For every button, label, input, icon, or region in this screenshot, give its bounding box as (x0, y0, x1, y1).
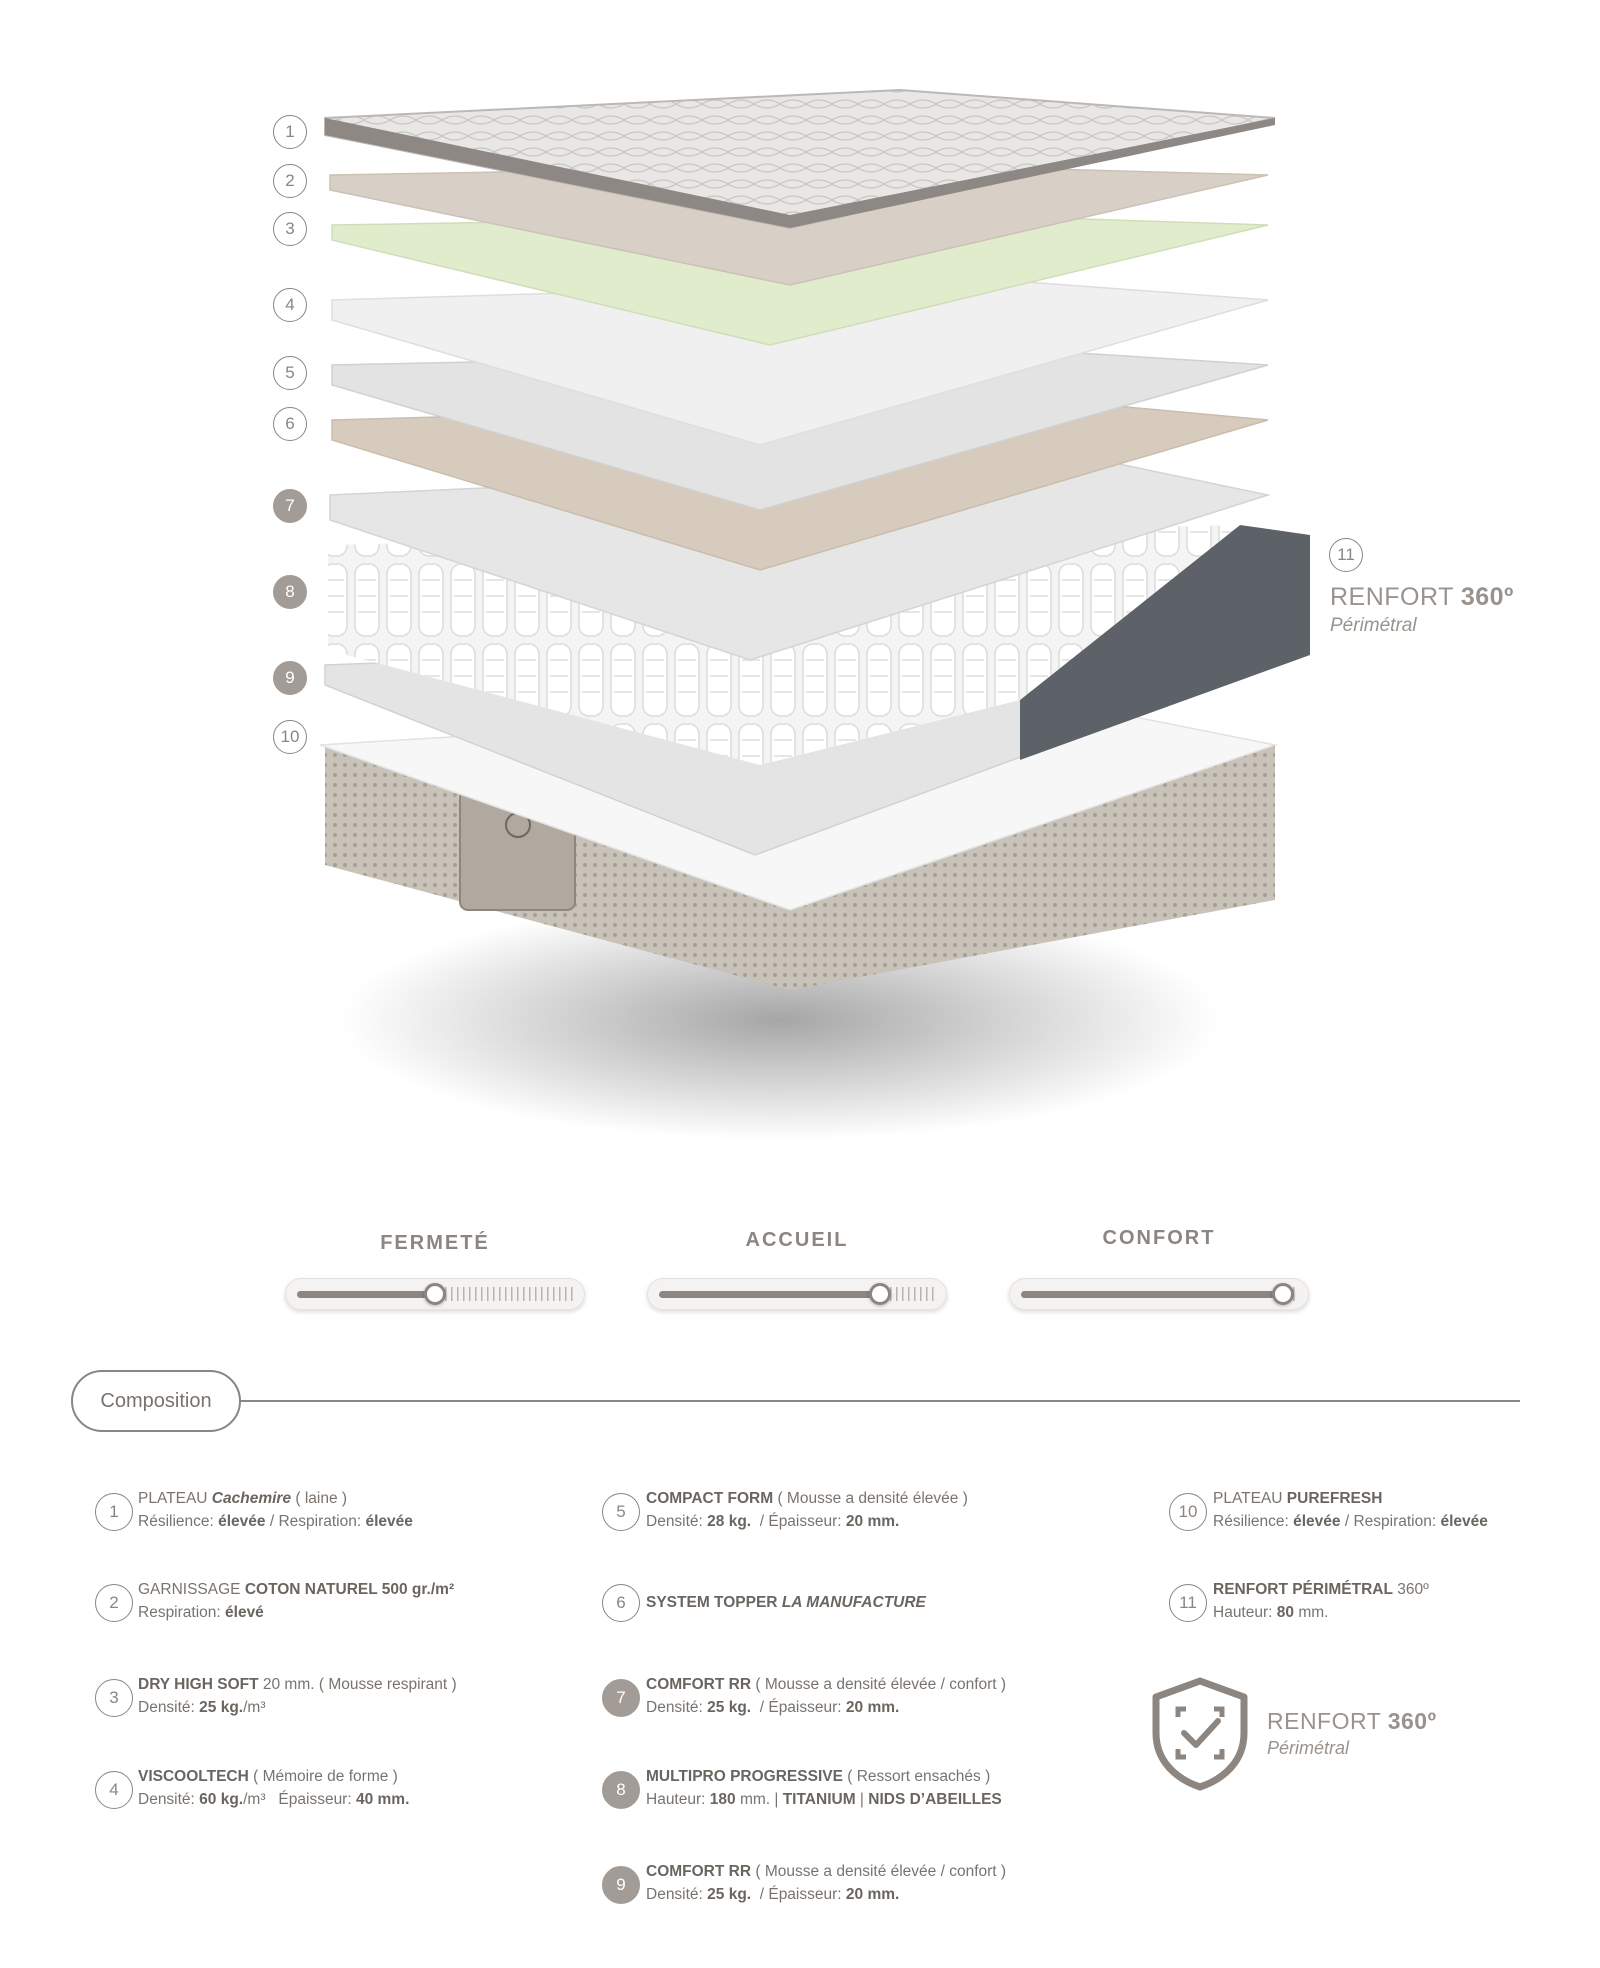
composition-number-9: 9 (602, 1866, 640, 1904)
composition-item-9: COMFORT RR ( Mousse a densité élevée / c… (646, 1860, 1006, 1906)
composition-item-3: DRY HIGH SOFT 20 mm. ( Mousse respirant … (138, 1673, 457, 1719)
composition-item-line1: COMPACT FORM ( Mousse a densité élevée ) (646, 1490, 968, 1507)
rating-slider-confort[interactable] (1009, 1278, 1309, 1310)
composition-tab[interactable]: Composition (71, 1370, 241, 1432)
composition-item-2: GARNISSAGE COTON NATUREL 500 gr./m² Respi… (138, 1578, 454, 1624)
composition-item-line1: MULTIPRO PROGRESSIVE ( Ressort ensachés … (646, 1768, 991, 1785)
shield-check-icon (1152, 1677, 1248, 1791)
composition-item-line2: Densité: 25 kg. / Épaisseur: 20 mm. (646, 1886, 900, 1903)
composition-item-line1: COMFORT RR ( Mousse a densité élevée / c… (646, 1863, 1007, 1880)
mattress-layers-illustration (319, 88, 1310, 1140)
composition-number-11: 11 (1169, 1584, 1207, 1622)
composition-item-line2: Résilience: élevée / Respiration: élevée (138, 1513, 413, 1530)
composition-item-line1: SYSTEM TOPPER LA MANUFACTURE (646, 1594, 926, 1611)
composition-item-line1: VISCOOLTECH ( Mémoire de forme ) (138, 1768, 398, 1785)
composition-item-line2: Hauteur: 180 mm. | TITANIUM | NIDS D’ABE… (646, 1791, 1002, 1808)
layer-marker-3: 3 (273, 212, 307, 246)
slider-fill (1021, 1291, 1284, 1298)
slider-ticks (1293, 1287, 1297, 1301)
renfort-bottom-subtitle: Périmétral (1267, 1738, 1350, 1758)
slider-ticks (445, 1287, 573, 1301)
layer-marker-9: 9 (273, 661, 307, 695)
composition-number-4: 4 (95, 1771, 133, 1809)
renfort-bottom-title-bold: 360º (1387, 1708, 1437, 1734)
composition-number-3: 3 (95, 1679, 133, 1717)
composition-number-2: 2 (95, 1584, 133, 1622)
composition-item-line1: DRY HIGH SOFT 20 mm. ( Mousse respirant … (138, 1676, 457, 1693)
composition-item-8: MULTIPRO PROGRESSIVE ( Ressort ensachés … (646, 1765, 1002, 1811)
composition-item-line2: Hauteur: 80 mm. (1213, 1604, 1329, 1621)
renfort-title: RENFORT 360º (1330, 583, 1514, 612)
composition-divider (240, 1400, 1520, 1402)
composition-number-5: 5 (602, 1493, 640, 1531)
slider-label-accueil: ACCUEIL (745, 1229, 849, 1251)
composition-item-line2: Résilience: élevée / Respiration: élevée (1213, 1513, 1488, 1530)
slider-knob[interactable] (868, 1283, 891, 1305)
composition-item-6: SYSTEM TOPPER LA MANUFACTURE (646, 1591, 926, 1614)
mattress-shadow (340, 900, 1220, 1140)
renfort-title-text: RENFORT (1330, 583, 1461, 611)
slider-label-fermeté: FERMETÉ (380, 1232, 490, 1254)
composition-item-10: PLATEAU PUREFRESH Résilience: élevée / Re… (1213, 1487, 1488, 1533)
renfort-subtitle: Périmétral (1330, 615, 1417, 636)
composition-item-line2: Densité: 60 kg./m³ Épaisseur: 40 mm. (138, 1791, 410, 1808)
composition-item-1: PLATEAU Cachemire ( laine ) Résilience: é… (138, 1487, 413, 1533)
composition-item-line2: Densité: 25 kg. / Épaisseur: 20 mm. (646, 1699, 900, 1716)
composition-item-line1: COMFORT RR ( Mousse a densité élevée / c… (646, 1676, 1007, 1693)
slider-ticks (889, 1287, 935, 1301)
slider-knob[interactable] (424, 1283, 446, 1305)
layer-marker-1: 1 (273, 115, 307, 149)
layer-1-topper (324, 88, 1276, 230)
layer-marker-6: 6 (273, 407, 307, 441)
rating-slider-fermeté[interactable] (285, 1278, 585, 1310)
composition-number-1: 1 (95, 1493, 133, 1531)
composition-number-10: 10 (1169, 1493, 1207, 1531)
slider-label-confort: CONFORT (1102, 1227, 1216, 1249)
slider-fill (659, 1291, 880, 1298)
layer-marker-7: 7 (273, 489, 307, 523)
layer-marker-8: 8 (273, 575, 307, 609)
composition-number-6: 6 (602, 1584, 640, 1622)
layer-marker-5: 5 (273, 356, 307, 390)
layer-marker-11: 11 (1329, 538, 1363, 572)
rating-slider-accueil[interactable] (647, 1278, 947, 1310)
layer-marker-10: 10 (273, 720, 307, 754)
composition-number-8: 8 (602, 1771, 640, 1809)
composition-item-line2: Densité: 28 kg. / Épaisseur: 20 mm. (646, 1513, 900, 1530)
composition-item-line1: RENFORT PÉRIMÉTRAL 360º (1213, 1581, 1429, 1598)
slider-knob[interactable] (1272, 1283, 1295, 1305)
composition-item-line1: GARNISSAGE COTON NATUREL 500 gr./m² (138, 1581, 455, 1598)
composition-item-7: COMFORT RR ( Mousse a densité élevée / c… (646, 1673, 1006, 1719)
composition-number-7: 7 (602, 1679, 640, 1717)
renfort-title-bold: 360º (1460, 583, 1514, 611)
composition-item-4: VISCOOLTECH ( Mémoire de forme ) Densité:… (138, 1765, 409, 1811)
slider-fill (297, 1291, 435, 1298)
renfort-bottom-title-text: RENFORT (1267, 1708, 1388, 1734)
composition-item-line1: PLATEAU Cachemire ( laine ) (138, 1490, 348, 1507)
composition-item-5: COMPACT FORM ( Mousse a densité élevée )… (646, 1487, 968, 1533)
composition-item-line2: Densité: 25 kg./m³ (138, 1699, 266, 1716)
composition-item-line2: Respiration: élevé (138, 1604, 264, 1621)
layer-marker-4: 4 (273, 288, 307, 322)
composition-item-line1: PLATEAU PUREFRESH (1213, 1490, 1383, 1507)
layer-marker-2: 2 (273, 164, 307, 198)
renfort-bottom-title: RENFORT 360º (1267, 1708, 1437, 1735)
